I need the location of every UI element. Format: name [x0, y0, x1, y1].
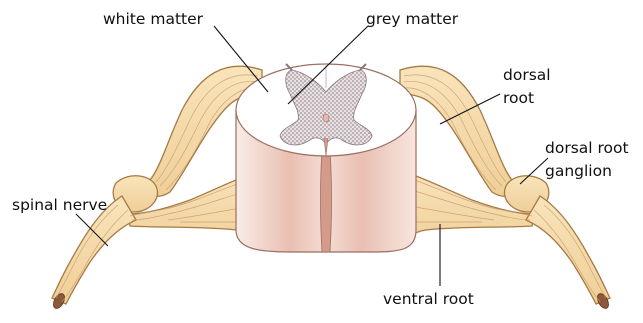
label-white-matter: white matter	[103, 10, 204, 28]
central-canal	[323, 114, 329, 122]
label-ventral-root: ventral root	[383, 290, 474, 308]
spinal-nerve-right	[526, 196, 610, 304]
label-dorsal-root-line1: dorsal	[503, 66, 551, 84]
label-dorsal-root-line2: root	[503, 89, 534, 107]
label-spinal-nerve: spinal nerve	[12, 196, 107, 214]
left-nerves	[51, 66, 262, 310]
label-grey-matter: grey matter	[366, 10, 459, 28]
anterior-median-fissure	[321, 150, 332, 252]
label-ganglion-line2: ganglion	[545, 162, 612, 180]
spinal-cord	[236, 64, 416, 252]
label-ganglion-line1: dorsal root	[545, 139, 629, 157]
